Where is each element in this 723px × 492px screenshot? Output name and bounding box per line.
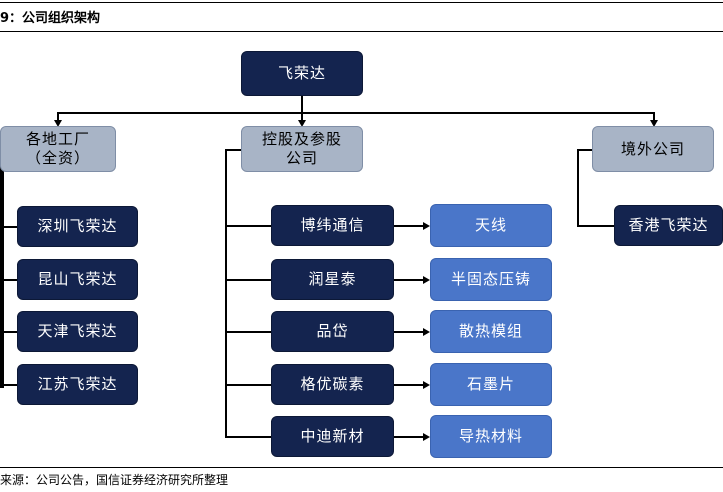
holding-company-node: 润星泰	[271, 259, 394, 300]
factory-node: 昆山飞荣达	[17, 259, 138, 300]
branch-factories-line1: 各地工厂	[25, 130, 90, 149]
branch-factories-line2: （全资）	[25, 149, 90, 167]
overseas-node: 香港飞荣达	[614, 205, 723, 246]
factory-node: 江苏飞荣达	[17, 364, 138, 405]
factory-node: 天津飞荣达	[17, 311, 138, 352]
holding-company-node: 中迪新材	[271, 416, 394, 457]
business-node: 散热模组	[430, 310, 552, 353]
factory-node: 深圳飞荣达	[17, 206, 138, 247]
holding-company-node: 品岱	[271, 311, 394, 352]
business-node: 石墨片	[430, 363, 552, 406]
root-node: 飞荣达	[241, 51, 363, 96]
figure-caption: 9：公司组织架构	[0, 11, 101, 26]
branch-holdings: 控股及参股 公司	[241, 126, 363, 172]
business-node: 天线	[430, 204, 552, 247]
branch-holdings-line1: 控股及参股	[261, 130, 342, 149]
branch-holdings-line2: 公司	[285, 149, 318, 167]
top-rule	[0, 2, 723, 3]
bottom-rule	[0, 467, 723, 468]
branch-overseas: 境外公司	[592, 126, 714, 172]
business-node: 导热材料	[430, 415, 552, 458]
branch-factories: 各地工厂 （全资）	[0, 126, 116, 172]
figure-source: 来源：公司公告，国信证券经济研究所整理	[0, 473, 229, 487]
holding-company-node: 博纬通信	[271, 205, 394, 246]
caption-rule	[0, 31, 723, 32]
business-node: 半固态压铸	[430, 258, 552, 301]
holding-company-node: 格优碳素	[271, 364, 394, 405]
